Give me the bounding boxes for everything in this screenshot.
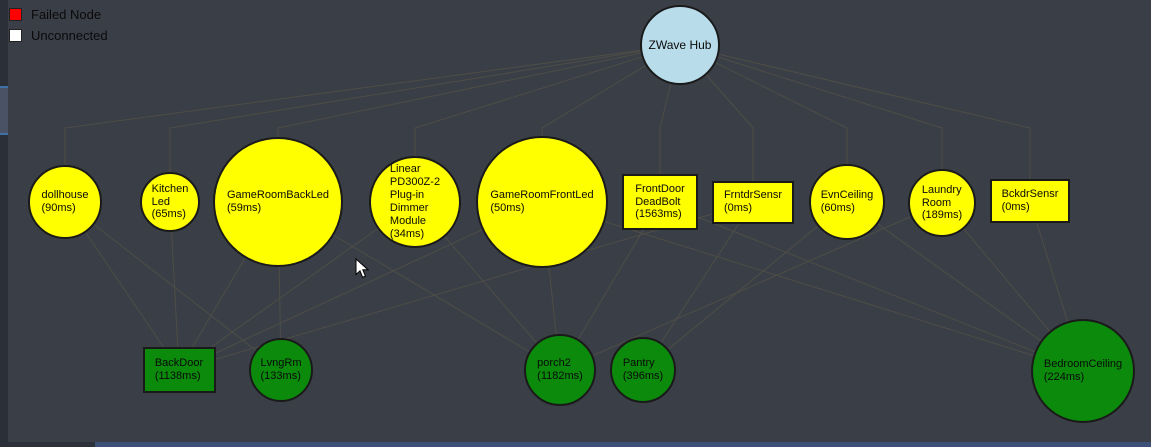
node-label: porch2 (1182ms) bbox=[537, 357, 583, 382]
node-laundry-room[interactable]: Laundry Room (189ms) bbox=[908, 169, 976, 237]
legend-item-unconnected: Unconnected bbox=[9, 25, 108, 46]
node-label: FrontDoor DeadBolt (1563ms) bbox=[635, 182, 685, 221]
node-label: BedroomCeiling (224ms) bbox=[1043, 358, 1123, 383]
node-pantry[interactable]: Pantry (396ms) bbox=[610, 337, 676, 403]
node-label: FrntdrSensr (0ms) bbox=[723, 189, 783, 214]
node-label: dollhouse (90ms) bbox=[41, 189, 89, 214]
node-label: ZWave Hub bbox=[648, 37, 712, 52]
node-evn-ceiling[interactable]: EvnCeiling (60ms) bbox=[809, 164, 885, 240]
bottom-bar bbox=[95, 442, 1151, 447]
legend-label: Failed Node bbox=[31, 7, 102, 22]
node-label: BckdrSensr (0ms) bbox=[1001, 188, 1059, 213]
legend-label: Unconnected bbox=[31, 28, 108, 43]
node-label: LvngRm (133ms) bbox=[260, 357, 302, 382]
node-gameroom-back-led[interactable]: GameRoomBackLed (59ms) bbox=[213, 137, 343, 267]
node-label: Pantry (396ms) bbox=[622, 357, 664, 382]
legend-item-failed-node: Failed Node bbox=[9, 4, 108, 25]
edge-zwave-hub--bckdr-sensr bbox=[679, 44, 1031, 201]
edge-gameroom-front-led--bedroom-ceiling bbox=[541, 201, 1084, 372]
node-label: Linear PD300Z-2 Plug-in Dimmer Module (3… bbox=[389, 163, 441, 240]
edge-dollhouse--lvng-rm bbox=[64, 201, 282, 371]
node-bckdr-sensr[interactable]: BckdrSensr (0ms) bbox=[990, 179, 1070, 223]
node-label: EvnCeiling (60ms) bbox=[820, 189, 874, 214]
node-label: Laundry Room (189ms) bbox=[921, 183, 963, 222]
failed-node-swatch bbox=[9, 8, 22, 21]
node-zwave-hub[interactable]: ZWave Hub bbox=[640, 5, 720, 85]
left-scrollbar-track[interactable] bbox=[0, 0, 8, 447]
legend: Failed Node Unconnected bbox=[9, 4, 108, 46]
unconnected-swatch bbox=[9, 29, 22, 42]
node-label: Kitchen Led (65ms) bbox=[151, 182, 189, 221]
node-label: GameRoomBackLed (59ms) bbox=[226, 189, 330, 214]
node-kitchen-led[interactable]: Kitchen Led (65ms) bbox=[140, 172, 200, 232]
node-gameroom-front-led[interactable]: GameRoomFrontLed (50ms) bbox=[476, 136, 608, 268]
node-bedroom-ceiling[interactable]: BedroomCeiling (224ms) bbox=[1031, 319, 1135, 423]
node-frntdr-sensr[interactable]: FrntdrSensr (0ms) bbox=[712, 180, 794, 224]
node-porch2[interactable]: porch2 (1182ms) bbox=[524, 334, 596, 406]
edge-linear-dimmer--back-door bbox=[178, 201, 416, 371]
edge-frontdoor-deadbolt--bedroom-ceiling bbox=[659, 201, 1084, 372]
left-scrollbar-thumb[interactable] bbox=[0, 86, 8, 135]
node-lvng-rm[interactable]: LvngRm (133ms) bbox=[249, 338, 313, 402]
node-back-door[interactable]: BackDoor (1138ms) bbox=[142, 347, 216, 393]
node-label: GameRoomFrontLed (50ms) bbox=[490, 189, 594, 214]
edge-evn-ceiling--pantry bbox=[642, 201, 848, 371]
node-label: BackDoor (1138ms) bbox=[154, 357, 204, 382]
node-dollhouse[interactable]: dollhouse (90ms) bbox=[28, 165, 102, 239]
bottom-bar-corner bbox=[0, 442, 95, 447]
node-linear-dimmer[interactable]: Linear PD300Z-2 Plug-in Dimmer Module (3… bbox=[369, 156, 461, 248]
node-frontdoor-deadbolt[interactable]: FrontDoor DeadBolt (1563ms) bbox=[622, 174, 698, 230]
